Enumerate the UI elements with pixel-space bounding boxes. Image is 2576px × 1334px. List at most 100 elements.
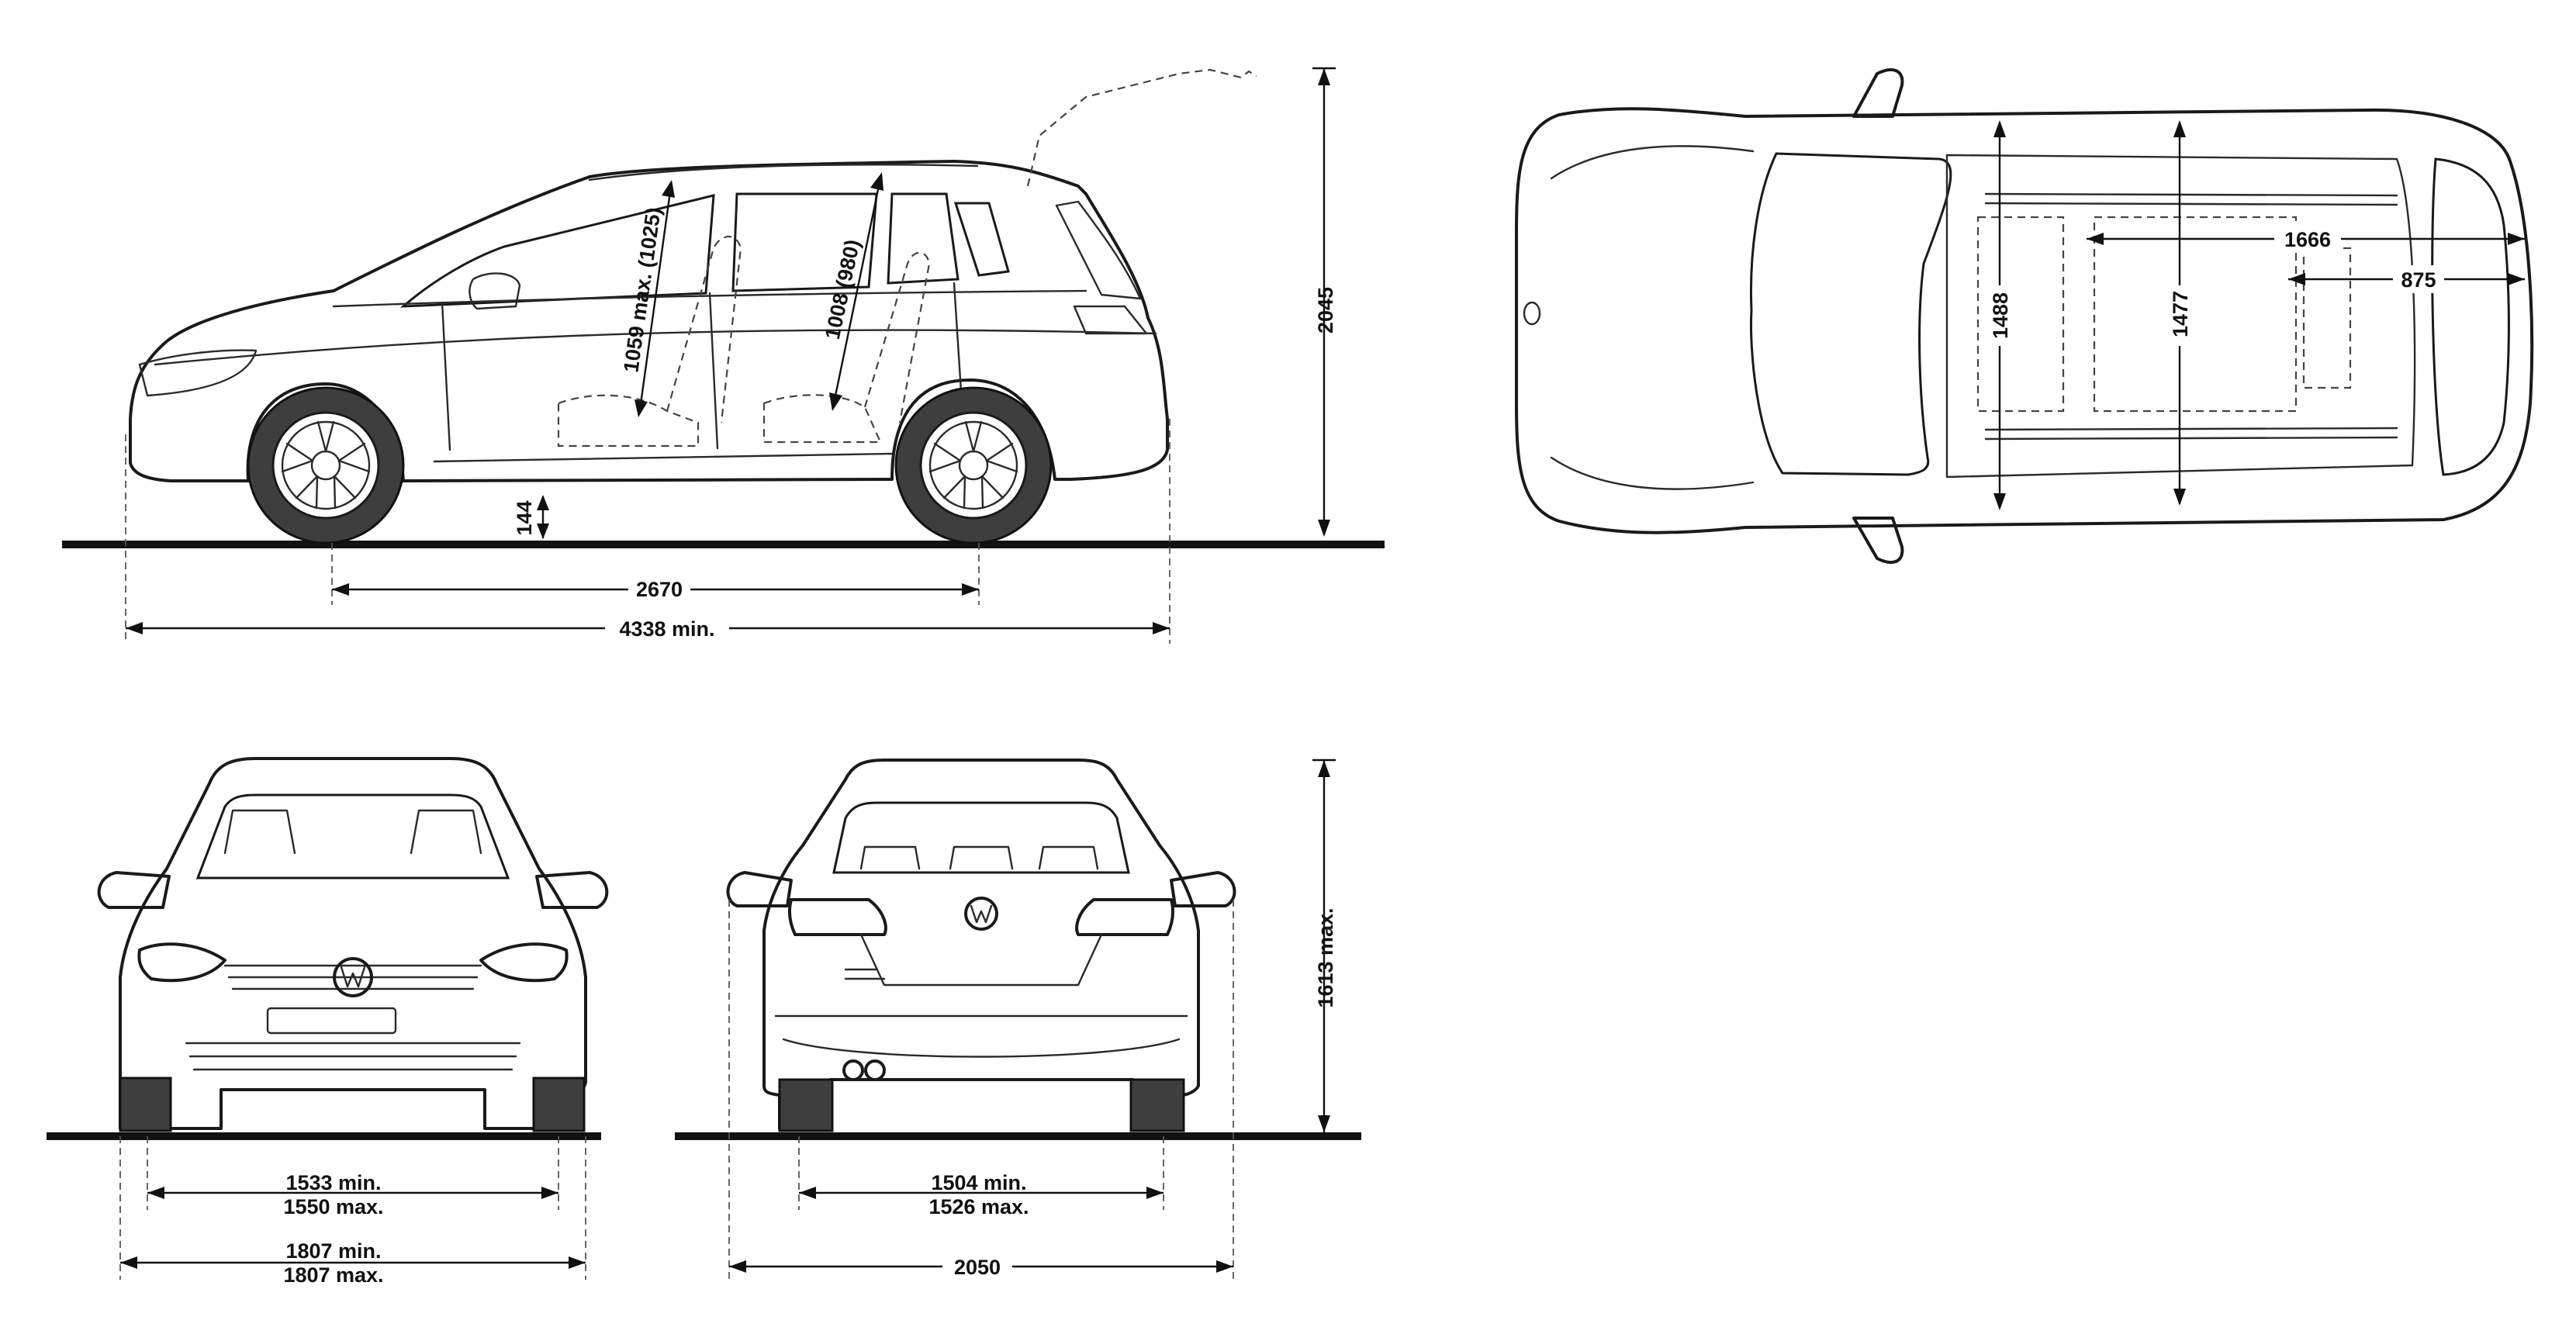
side-wheelbase-label: 2670 <box>636 578 683 601</box>
front-windscreen <box>195 793 510 880</box>
rear-vw-badge <box>964 897 998 931</box>
side-front-seat <box>557 235 742 448</box>
front-track-min-label: 1533 min. <box>285 1171 381 1194</box>
top-badge <box>1523 301 1541 326</box>
front-mirror-left <box>97 871 171 909</box>
front-track-max-label: 1550 max. <box>283 1195 383 1218</box>
front-grille <box>223 964 482 990</box>
top-mirror-lower <box>1852 517 1904 564</box>
front-track-arrow-left <box>147 1187 164 1199</box>
side-roof-rail <box>588 164 979 181</box>
side-taillight <box>1073 305 1148 335</box>
front-number-plate <box>266 1007 397 1035</box>
rear-width-label: 2050 <box>954 1256 1001 1279</box>
front-mirror-right <box>535 871 609 909</box>
top-width-front-label-bg <box>1987 285 2012 346</box>
front-view: 1533 min. 1550 max. 1807 min. 1807 max. <box>47 757 609 1287</box>
side-tailgate-glass <box>1055 200 1142 300</box>
side-wheelbase-arrow-left <box>332 583 349 596</box>
rear-width-label-bg <box>942 1253 1012 1280</box>
side-length-label: 4338 min. <box>619 617 714 641</box>
rear-track-arrow-left <box>799 1187 816 1199</box>
rear-width-arrow-right <box>1216 1260 1233 1273</box>
side-height-label: 2045 <box>1314 287 1337 334</box>
top-view: 1488 1477 1666 875 <box>1515 68 2534 564</box>
top-width-rear-arrow-bottom <box>2173 489 2186 506</box>
front-ground <box>47 1132 601 1140</box>
rear-height-arrow-top <box>1318 760 1330 777</box>
side-rear-window <box>887 192 960 285</box>
front-width-arrow-right <box>569 1256 586 1269</box>
side-open-tailgate <box>1026 68 1257 187</box>
side-height-arrow-top <box>1318 68 1330 85</box>
side-mirror <box>469 272 521 310</box>
rear-body-outline <box>762 759 1200 1130</box>
top-width-front-arrow-bottom <box>1993 493 2006 510</box>
top-load-length-arrow-right <box>2508 233 2525 245</box>
rear-track-max-label: 1526 max. <box>928 1195 1029 1218</box>
side-height-arrow-bottom <box>1318 520 1330 537</box>
top-load-rear-arrow-right <box>2508 273 2525 285</box>
rear-tyre-right <box>1129 1078 1185 1132</box>
front-width-min-label: 1807 min. <box>285 1239 381 1263</box>
side-headroom-rear-arrow-bottom <box>829 392 842 411</box>
front-body-outline <box>119 757 587 1130</box>
top-width-rear-label: 1477 <box>2169 291 2192 337</box>
rear-mirror-right <box>1170 871 1236 907</box>
top-load-rear-label: 875 <box>2401 268 2436 292</box>
side-headlight <box>138 349 258 397</box>
side-headroom-front-line <box>638 185 673 410</box>
front-width-arrow-left <box>120 1256 137 1269</box>
top-load-length-label-bg <box>2274 225 2341 253</box>
side-door-line <box>441 282 963 451</box>
side-character-line <box>154 329 1157 366</box>
top-rear-window <box>2431 157 2510 476</box>
rear-mirror-left <box>726 871 793 907</box>
front-tyre-right <box>532 1077 586 1132</box>
side-clearance-arrow-bottom <box>537 524 549 539</box>
rear-taillight-left <box>787 898 887 936</box>
rear-ground <box>675 1132 1361 1140</box>
top-roof-rail-upper <box>1984 192 2398 206</box>
front-seats <box>223 809 482 855</box>
top-width-front-label: 1488 <box>1989 292 2012 339</box>
side-middle-window <box>731 192 878 292</box>
rear-height-label: 1613 max. <box>1314 907 1337 1007</box>
side-clearance-label: 144 <box>513 500 536 535</box>
rear-height-arrow-bottom <box>1318 1115 1330 1132</box>
side-quarter-window <box>953 202 1010 277</box>
rear-bumper <box>774 1014 1188 1058</box>
top-load-rear-label-bg <box>2393 265 2444 293</box>
top-load-length-label: 1666 <box>2284 228 2331 251</box>
side-wheelbase-label-bg <box>628 572 690 603</box>
top-windscreen <box>1749 152 1952 476</box>
side-view: 2045 144 2670 4338 min. 1059 max. (1025)… <box>62 67 1385 644</box>
top-load-rear-arrow-left <box>2288 273 2305 285</box>
top-body-outline <box>1515 107 2534 534</box>
side-length-arrow-right <box>1153 622 1170 634</box>
rear-headrests <box>859 845 1099 870</box>
side-length-label-bg <box>605 614 729 642</box>
rear-plate-recess <box>859 933 1103 987</box>
rear-track-arrow-right <box>1146 1187 1164 1199</box>
side-length-arrow-left <box>126 622 143 634</box>
rear-track-min-label: 1504 min. <box>931 1171 1026 1194</box>
rear-exhaust-left <box>842 1059 864 1081</box>
rear-view: 1504 min. 1526 max. 2050 1613 max. <box>675 759 1361 1280</box>
front-headlight-right <box>479 942 569 983</box>
side-headroom-rear-line <box>832 178 882 404</box>
side-headroom-front-arrow-bottom <box>634 399 648 417</box>
side-front-window <box>399 194 715 308</box>
side-front-wheel <box>247 386 405 544</box>
front-track-arrow-right <box>541 1187 558 1199</box>
side-headroom-front-arrow-top <box>662 180 675 198</box>
rear-vw-letters <box>970 904 993 924</box>
top-hood-line <box>1550 145 1755 490</box>
front-tyre-left <box>119 1077 172 1132</box>
top-roof-rail-lower <box>1984 427 2398 441</box>
side-ground <box>62 541 1385 548</box>
front-lower-grille <box>185 1042 521 1071</box>
front-vw-badge <box>333 957 373 997</box>
rear-window <box>832 801 1130 874</box>
